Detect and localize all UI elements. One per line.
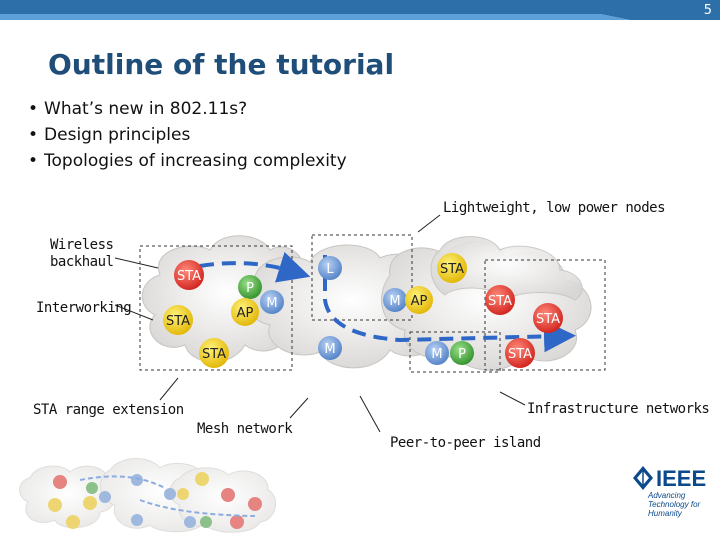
svg-text:STA: STA	[440, 262, 464, 277]
svg-text:STA: STA	[508, 347, 532, 362]
node-sta-3: STA	[199, 338, 229, 368]
bullet-list: What’s new in 802.11s? Design principles…	[28, 96, 347, 174]
slide-number: 5	[703, 3, 712, 18]
bullet-item: What’s new in 802.11s?	[28, 96, 347, 122]
label-peer-to-peer-island: Peer-to-peer island	[390, 435, 541, 451]
node-sta-7: STA	[505, 338, 535, 368]
svg-text:M: M	[324, 342, 335, 357]
node-sta-2: STA	[163, 305, 193, 335]
label-mesh-network: Mesh network	[197, 421, 293, 437]
node-mp-1: M	[260, 290, 284, 314]
svg-text:STA: STA	[202, 347, 226, 362]
svg-text:L: L	[326, 262, 334, 277]
lightweight-box	[311, 234, 413, 321]
node-portal-2: P	[450, 341, 474, 365]
label-wireless-backhaul: Wireless backhaul	[50, 237, 114, 270]
svg-text:STA: STA	[166, 314, 190, 329]
node-mp-2: M	[318, 336, 342, 360]
slide-title: Outline of the tutorial	[48, 48, 395, 81]
callout-lines	[114, 214, 526, 433]
node-sta-1: STA	[174, 260, 204, 290]
svg-text:AP: AP	[237, 306, 254, 321]
svg-text:M: M	[431, 347, 442, 362]
svg-text:STA: STA	[536, 312, 560, 327]
node-ap-1: AP	[231, 298, 259, 326]
label-lightweight-nodes: Lightweight, low power nodes	[443, 200, 666, 216]
bullet-item: Topologies of increasing complexity	[28, 148, 347, 174]
bullet-item: Design principles	[28, 122, 347, 148]
topology-thumbnail	[19, 458, 276, 533]
label-infrastructure-networks: Infrastructure networks	[527, 401, 710, 417]
infrastructure-box	[484, 259, 606, 371]
node-sta-4: STA	[437, 253, 467, 283]
header-bar	[0, 0, 720, 20]
ieee-logo-text: IEEE	[656, 466, 707, 491]
svg-text:STA: STA	[177, 269, 201, 284]
svg-text:STA: STA	[488, 294, 512, 309]
svg-text:P: P	[458, 347, 466, 362]
node-sta-6: STA	[533, 303, 563, 333]
path-arrow-upper	[199, 251, 311, 283]
ieee-tagline: Advancing Technology for Humanity	[648, 491, 701, 518]
node-mp-4: M	[425, 341, 449, 365]
svg-text:P: P	[246, 281, 254, 296]
label-sta-range-extension: STA range extension	[33, 402, 184, 418]
ieee-logo-mark	[633, 466, 653, 490]
svg-text:AP: AP	[411, 294, 428, 309]
svg-text:M: M	[266, 296, 277, 311]
node-mp-3: M	[383, 288, 407, 312]
svg-text:M: M	[389, 294, 400, 309]
node-light: L	[318, 256, 342, 280]
label-interworking: Interworking	[36, 300, 132, 316]
node-sta-5: STA	[485, 285, 515, 315]
node-portal-1: P	[238, 275, 262, 299]
peer-island-box	[409, 331, 501, 373]
node-ap-2: AP	[405, 286, 433, 314]
path-arrow-lower	[323, 255, 576, 353]
